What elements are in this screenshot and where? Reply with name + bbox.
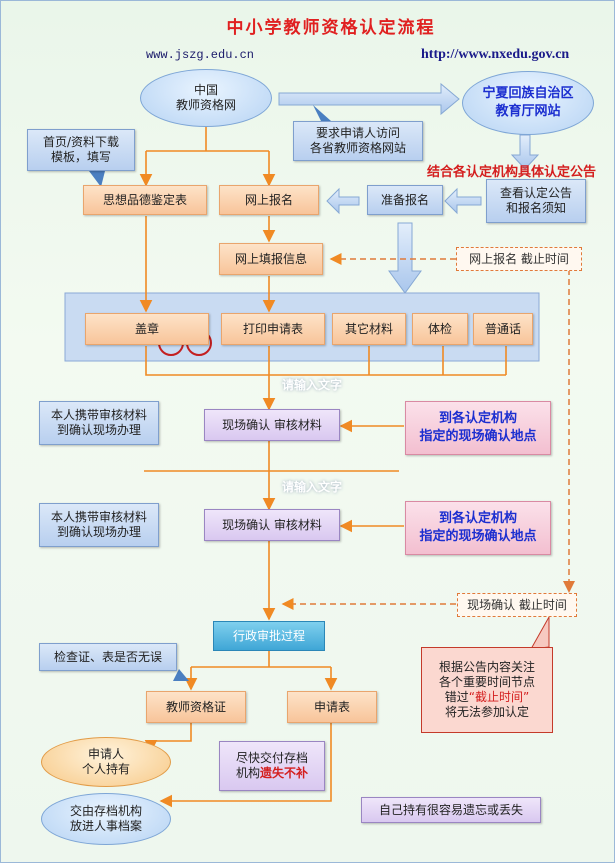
personal-holder-node: 申请人 个人持有 (41, 737, 171, 787)
easy-to-lose-note: 自己持有很容易遗忘或丢失 (361, 797, 541, 823)
physical-exam-node: 体检 (412, 313, 468, 345)
view-notice-node: 查看认定公告 和报名须知 (486, 179, 586, 223)
combine-notice-text: 结合各认定机构具体认定公告 (427, 164, 597, 180)
teacher-certificate-node: 教师资格证 (146, 691, 246, 723)
big-arrow-to-ningxia (278, 82, 460, 116)
url-right: http://www.nxedu.gov.cn (421, 46, 570, 62)
big-arrow-down-prepare (388, 222, 422, 294)
text-placeholder-2: 请输入文字 (281, 479, 342, 494)
stamp-node: 盖章 (85, 313, 209, 345)
deadline-warning-highlight: “截止时间” (468, 690, 530, 704)
big-arrow-to-online (326, 187, 360, 215)
online-registration-deadline: 网上报名 截止时间 (456, 247, 582, 271)
onsite-confirm-node-1: 现场确认 审核材料 (204, 409, 340, 441)
moral-evaluation-form-node: 思想品德鉴定表 (83, 185, 207, 215)
archive-callout-warning: 遗失不补 (260, 766, 309, 780)
ningxia-site-node: 宁夏回族自治区 教育厅网站 (462, 71, 594, 135)
mandarin-node: 普通话 (473, 313, 533, 345)
deadline-warning-text: 根据公告内容关注 各个重要时间节点 错过 (438, 660, 535, 704)
confirm-site-box-2: 到各认定机构 指定的现场确认地点 (405, 501, 551, 555)
online-registration-node: 网上报名 (219, 185, 319, 215)
onsite-confirm-deadline: 现场确认 截止时间 (457, 593, 577, 617)
online-fill-info-node: 网上填报信息 (219, 243, 323, 275)
china-teacher-site-node: 中国 教师资格网 (140, 69, 272, 127)
prepare-registration-node: 准备报名 (367, 185, 443, 215)
url-left: www.jszg.edu.cn (145, 47, 255, 62)
archive-node: 交由存档机构 放进人事档案 (41, 793, 171, 845)
carry-materials-callout-2: 本人携带审核材料 到确认现场办理 (39, 503, 159, 547)
archive-soon-callout: 尽快交付存档 机构遗失不补 (219, 741, 325, 791)
onsite-confirm-node-2: 现场确认 审核材料 (204, 509, 340, 541)
carry-materials-callout-1: 本人携带审核材料 到确认现场办理 (39, 401, 159, 445)
other-materials-node: 其它材料 (332, 313, 406, 345)
download-template-callout: 首页/资料下载 模板，填写 (27, 129, 135, 171)
admin-approval-node: 行政审批过程 (213, 621, 325, 651)
deadline-warning-box: 根据公告内容关注 各个重要时间节点 错过“截止时间” 将无法参加认定 (421, 647, 553, 733)
text-placeholder-1: 请输入文字 (281, 377, 342, 392)
big-arrow-to-prepare (444, 187, 482, 215)
application-form-node: 申请表 (287, 691, 377, 723)
confirm-site-box-1: 到各认定机构 指定的现场确认地点 (405, 401, 551, 455)
big-arrow-down-ningxia (510, 134, 540, 170)
deadline-warning-tail: 将无法参加认定 (444, 705, 529, 719)
print-form-node: 打印申请表 (221, 313, 325, 345)
archive-callout-text: 尽快交付存档 机构 (235, 751, 308, 780)
chart-title: 中小学教师资格认定流程 (226, 17, 436, 38)
visit-sites-callout: 要求申请人访问 各省教师资格网站 (293, 121, 423, 161)
check-cert-callout: 检查证、表是否无误 (39, 643, 177, 671)
